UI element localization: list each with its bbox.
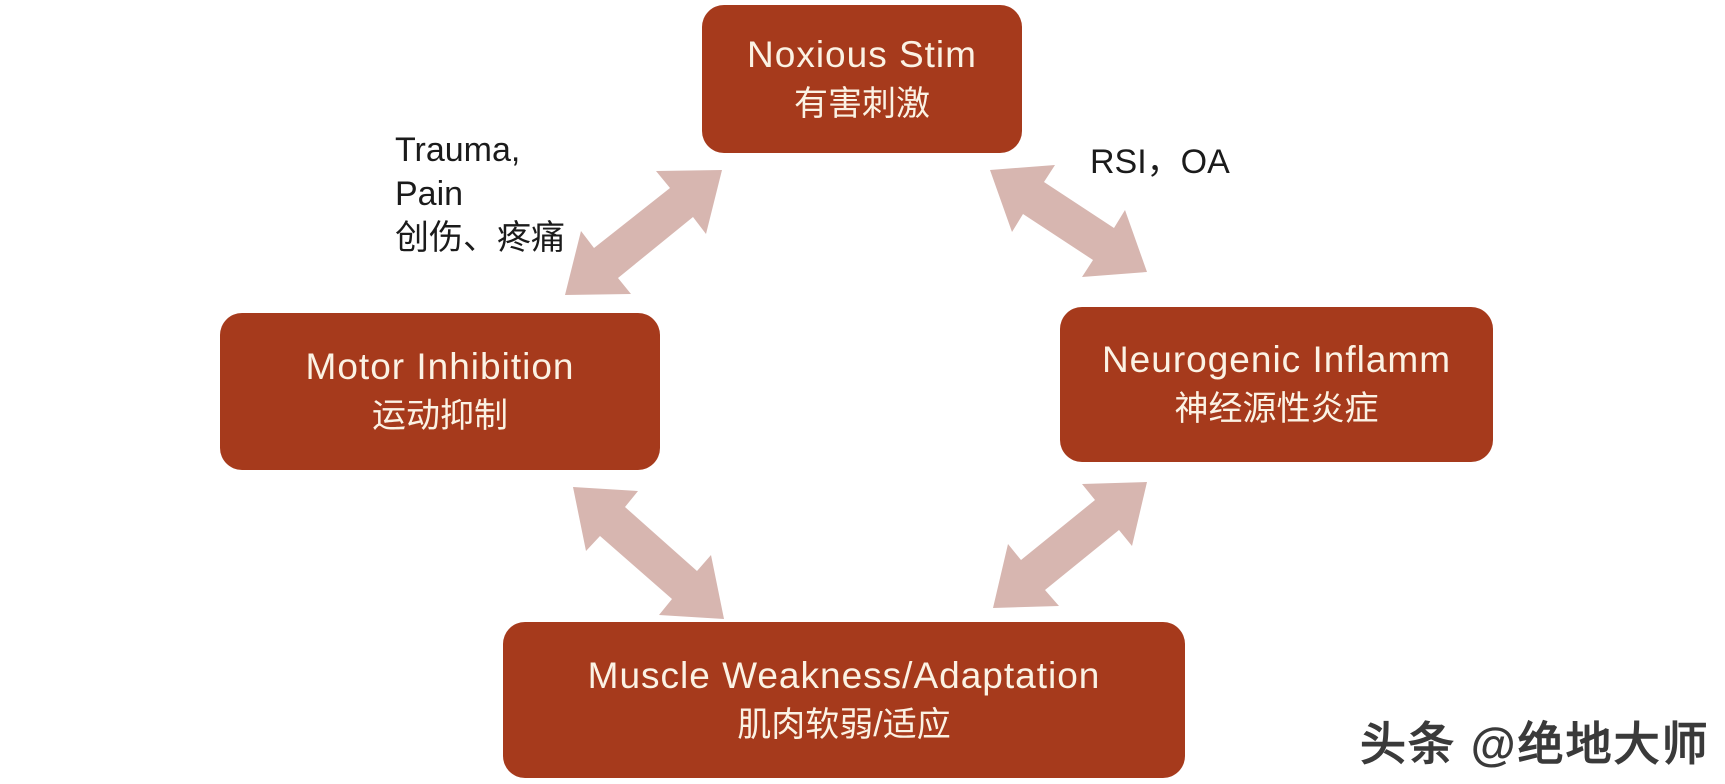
node-muscle-weakness-zh: 肌肉软弱/适应 bbox=[737, 705, 951, 744]
label-rsi-oa: RSI，OA bbox=[1090, 143, 1230, 181]
node-motor-inhibition-en: Motor Inhibition bbox=[305, 346, 575, 388]
node-neurogenic-inflamm: Neurogenic Inflamm 神经源性炎症 bbox=[1060, 307, 1493, 462]
watermark-toutiao: 头条 @绝地大师 bbox=[1360, 718, 1710, 770]
label-trauma-line3: 创伤、疼痛 bbox=[395, 219, 565, 257]
label-trauma-line2: Pain bbox=[395, 175, 464, 213]
label-trauma-line1: Trauma, bbox=[395, 131, 521, 169]
double-arrow-top-left bbox=[565, 170, 722, 295]
double-arrow-bottom-left bbox=[573, 487, 724, 619]
node-motor-inhibition-zh: 运动抑制 bbox=[372, 397, 508, 436]
node-motor-inhibition: Motor Inhibition 运动抑制 bbox=[220, 313, 660, 470]
node-noxious-stim: Noxious Stim 有害刺激 bbox=[702, 5, 1022, 153]
node-noxious-stim-en: Noxious Stim bbox=[747, 33, 977, 75]
node-muscle-weakness-en: Muscle Weakness/Adaptation bbox=[587, 654, 1101, 696]
double-arrow-bottom-right bbox=[993, 482, 1147, 608]
node-muscle-weakness: Muscle Weakness/Adaptation 肌肉软弱/适应 bbox=[503, 622, 1185, 778]
double-arrow-top-right bbox=[990, 165, 1147, 277]
label-trauma-pain: Trauma, Pain 创伤、疼痛 bbox=[395, 128, 565, 260]
node-neurogenic-inflamm-en: Neurogenic Inflamm bbox=[1101, 339, 1452, 381]
node-neurogenic-inflamm-zh: 神经源性炎症 bbox=[1174, 390, 1379, 429]
node-noxious-stim-zh: 有害刺激 bbox=[794, 84, 930, 123]
